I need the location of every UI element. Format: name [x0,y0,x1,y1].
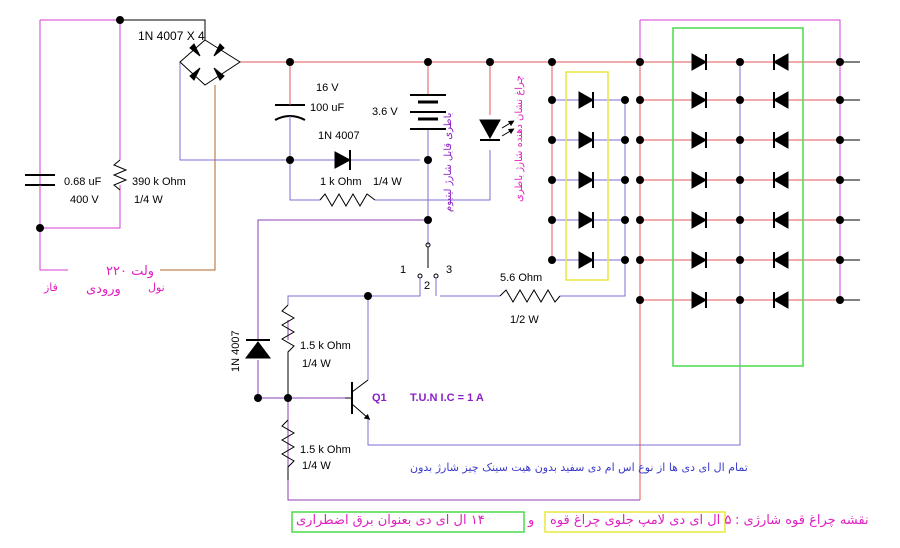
res-bottom-value-label: 1.5 k Ohm [300,444,351,456]
switch-pin-1: 1 [400,264,407,276]
diode-left [245,339,271,359]
lamp-leds [578,91,595,269]
charge-indicator-led [479,119,515,141]
bridge-label: 1N 4007 X 4 [138,29,205,43]
transistor-label: Q1 [372,392,387,404]
transistor-q1 [345,379,371,420]
ac-cap-voltage-label: 400 V [70,194,99,206]
ac-cap-value-label: 0.68 uF [64,176,102,188]
lamp-led-box [565,71,609,281]
junction-dots [36,16,844,402]
mains-input-label-2: ورودی [86,282,121,297]
caption-yellow-box [544,511,726,533]
res-base-value-label: 1.5 k Ohm [300,340,351,352]
phase-label: فاز [44,281,58,294]
diode-left-label: 1N 4007 [230,330,242,372]
filter-capacitor [274,95,306,125]
led-note: تمام ال ای دی ها از نوع اس ام دی سفید بد… [410,461,748,474]
emergency-led-box [672,27,804,367]
caption-main: نقشه چراغ قوه شارژی : [735,513,869,528]
ac-resistor [112,159,128,191]
res-lamp-power-label: 1/2 W [510,314,539,326]
ac-res-value-label: 390 k Ohm [132,176,186,188]
mains-input-label: ولت ۲۲۰ [106,264,155,279]
res-bottom-power-label: 1/4 W [302,460,331,472]
resistor-base [281,304,295,398]
cap-voltage-label: 16 V [316,82,339,94]
transistor-spec-label: T.U.N I.C = 1 A [410,392,484,404]
caption-yellow: ۵ ال ای دی لامپ جلوی چراغ قوه [550,513,732,528]
res-top-power-label: 1/4 W [373,176,402,188]
resistor-5-6 [499,289,561,303]
cap-value-label: 100 uF [310,102,345,114]
diode-top-label: 1N 4007 [318,130,360,142]
battery-voltage-label: 3.6 V [372,106,398,118]
ac-capacitor [25,160,55,200]
bridge-rectifier [179,39,241,86]
switch-pin-2: 2 [424,280,431,292]
emergency-leds [691,53,789,309]
diode-top [334,150,352,170]
caption-join: و [528,513,535,528]
ac-res-power-label: 1/4 W [134,194,163,206]
resistor-1k [319,193,376,207]
charge-indicator-description: چراغ نشان دهنده شارژ باطری [514,75,525,202]
res-top-value-label: 1 k Ohm [320,176,362,188]
neutral-label: نول [148,281,165,294]
res-lamp-value-label: 5.6 Ohm [500,272,543,284]
switch-pin-3: 3 [446,264,453,276]
caption-green: ۱۴ ال ای دی بعنوان برق اضطراری [296,513,485,528]
res-base-power-label: 1/4 W [302,358,331,370]
selector-switch [417,242,439,296]
resistor-bottom [281,419,295,480]
caption-green-box [291,511,525,533]
battery [410,94,446,130]
battery-description: باطری قابل شارژ لیتیوم [443,112,454,212]
